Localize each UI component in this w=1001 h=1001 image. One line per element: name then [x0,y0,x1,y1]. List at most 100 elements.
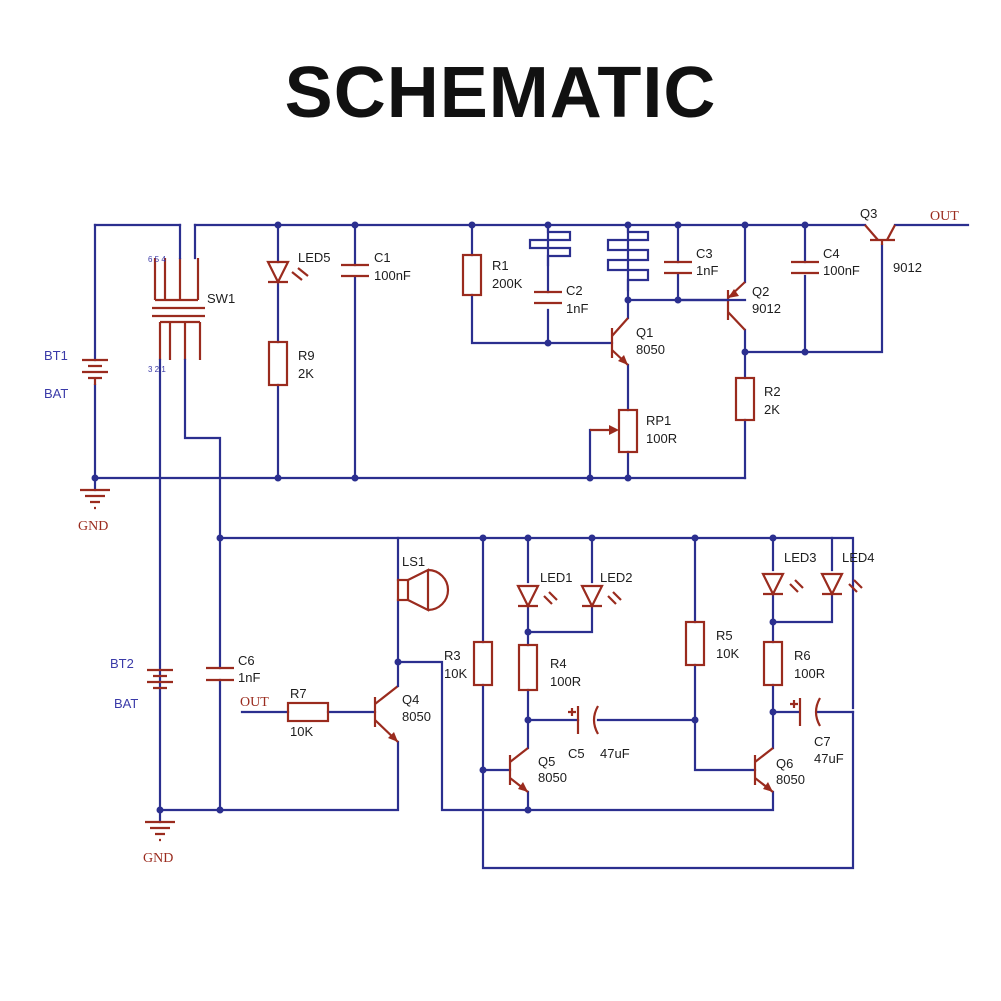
gnd2-label: GND [143,851,173,866]
capacitor-c5 [568,705,599,735]
r3-value: 10K [444,666,467,681]
q2-value: 9012 [752,301,781,316]
led4 [820,572,863,597]
c5-label: C5 [568,746,585,761]
q4-label: Q4 [402,692,419,707]
r4-label: R4 [550,656,567,671]
coil-left [528,223,572,267]
transistor-q6 [753,747,774,793]
led2-label: LED2 [600,570,633,585]
rp1-value: 100R [646,431,677,446]
r6-label: R6 [794,648,811,663]
resistor-r1 [461,253,483,297]
q5-label: Q5 [538,754,555,769]
led3-label: LED3 [784,550,817,565]
switch-sw1 [152,223,222,812]
resistor-r3 [472,640,494,687]
r5-value: 10K [716,646,739,661]
rp1-label: RP1 [646,413,671,428]
c4-value: 100nF [823,263,860,278]
c7-label: C7 [814,734,831,749]
capacitor-c3 [664,260,692,275]
q1-value: 8050 [636,342,665,357]
sw1-pin-label-bottom: 3 2 1 [148,365,166,374]
sw1-pin-label: 6 5 4 [148,255,166,264]
r9-value: 2K [298,366,314,381]
resistor-r7 [286,701,330,723]
led1-label: LED1 [540,570,573,585]
led2 [580,584,622,609]
c2-value: 1nF [566,301,588,316]
c7-value: 47uF [814,751,844,766]
transistor-q2 [676,281,746,331]
q3-label: Q3 [860,206,877,221]
out1-label: OUT [930,209,959,224]
gnd1-label: GND [78,519,108,534]
c2-label: C2 [566,283,583,298]
c4-label: C4 [823,246,840,261]
top-circuit-wires [93,223,970,492]
capacitor-c1 [341,263,369,278]
resistor-r6 [762,640,784,687]
c6-label: C6 [238,653,255,668]
ground-symbol-1 [80,488,110,510]
bt1-label: BT1 [44,348,68,363]
transistor-q5 [508,747,529,793]
ground-symbol-2 [145,820,175,842]
r2-value: 2K [764,402,780,417]
transistor-q1 [610,317,629,366]
out2-label: OUT [240,695,269,710]
potentiometer-rp1 [590,408,639,454]
battery-bt1 [82,358,108,385]
q6-value: 8050 [776,772,805,787]
battery-bt2 [147,668,173,690]
c3-label: C3 [696,246,713,261]
c1-value: 100nF [374,268,411,283]
capacitor-c7 [790,697,821,727]
transistor-q3 [864,224,896,245]
bat1-label: BAT [44,386,68,401]
resistor-r9 [267,340,289,387]
q2-label: Q2 [752,284,769,299]
q4-value: 8050 [402,709,431,724]
r6-value: 100R [794,666,825,681]
r7-label: R7 [290,686,307,701]
r1-label: R1 [492,258,509,273]
resistor-r2 [734,376,756,422]
led3 [761,572,804,597]
q5-value: 8050 [538,770,567,785]
r3-label: R3 [444,648,461,663]
r4-value: 100R [550,674,581,689]
r5-label: R5 [716,628,733,643]
sw1-label: SW1 [207,291,235,306]
top-junctions [91,221,809,482]
bat2-label: BAT [114,696,138,711]
resistor-r5 [684,620,706,667]
q6-label: Q6 [776,756,793,771]
bt2-label: BT2 [110,656,134,671]
led5 [266,260,309,285]
c6-value: 1nF [238,670,260,685]
c1-label: C1 [374,250,391,265]
r7-value: 10K [290,724,313,739]
page-title: SCHEMATIC [284,53,717,133]
led4-label: LED4 [842,550,875,565]
r2-label: R2 [764,384,781,399]
c3-value: 1nF [696,263,718,278]
bottom-junctions [156,534,777,814]
q1-label: Q1 [636,325,653,340]
ls1-label: LS1 [402,554,425,569]
bottom-circuit-wires [158,536,855,870]
coil-right [606,223,650,292]
r9-label: R9 [298,348,315,363]
speaker-ls1 [396,568,450,612]
transistor-q4 [373,660,400,743]
r1-value: 200K [492,276,523,291]
led5-label: LED5 [298,250,331,265]
q3-value: 9012 [893,260,922,275]
resistor-r4 [517,643,539,692]
capacitor-c4 [791,260,819,275]
capacitor-c6 [206,666,234,682]
led1 [516,584,558,609]
